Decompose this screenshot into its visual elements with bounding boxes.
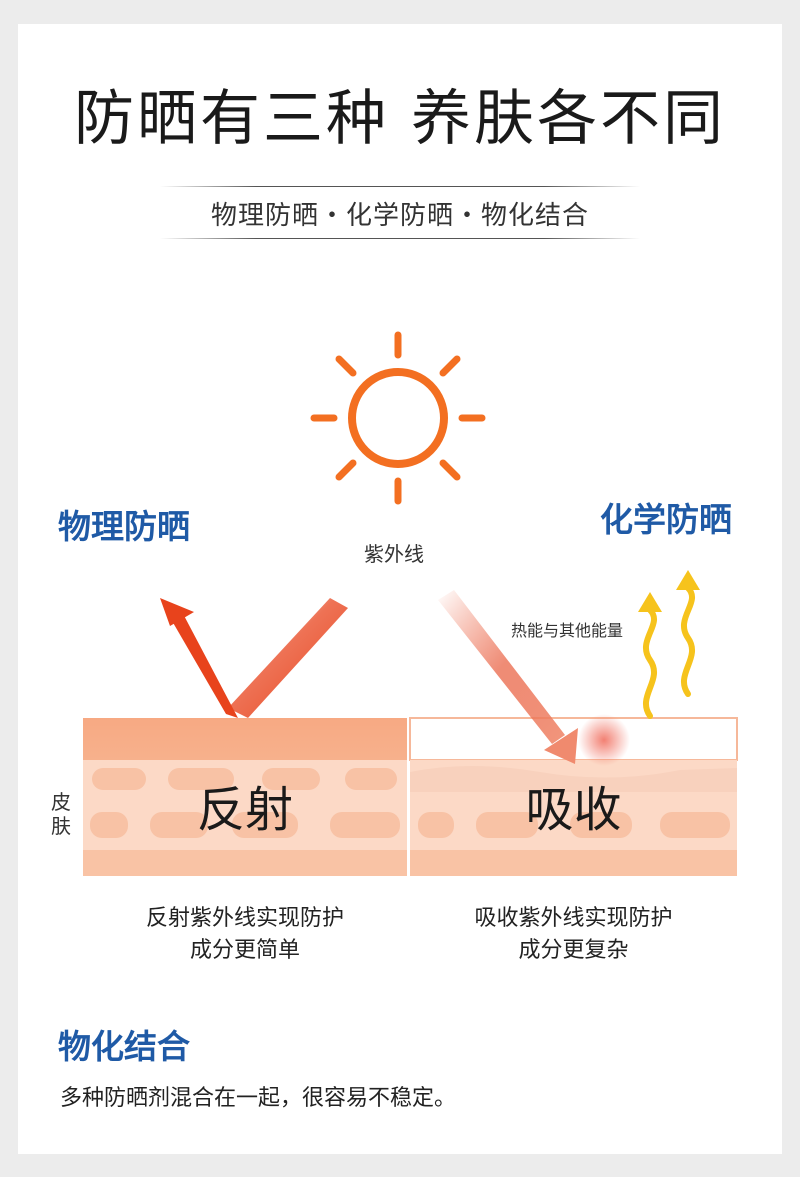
reflect-caption: 反射紫外线实现防护 成分更简单 (83, 903, 407, 967)
reflect-word: 反射 (196, 782, 293, 838)
absorb-caption: 吸收紫外线实现防护 成分更复杂 (410, 903, 737, 967)
content-card (18, 24, 782, 1154)
sun-icon (310, 331, 486, 505)
page-subtitle: 物理防晒・化学防晒・物化结合 (210, 201, 589, 231)
page-title: 防晒有三种 养肤各不同 (73, 84, 727, 154)
reflect-arrow-icon (160, 598, 348, 718)
physical-sunscreen-label: 物理防晒 (58, 507, 190, 546)
reflect-caption-line1: 反射紫外线实现防护 (145, 906, 344, 931)
skin-layer-reflect (83, 718, 407, 876)
skin-label: 皮肤 (51, 790, 71, 838)
absorb-arrow-icon (438, 590, 578, 764)
chemical-sunscreen-label: 化学防晒 (600, 500, 732, 539)
heat-wave-icon (642, 585, 696, 719)
absorb-caption-line1: 吸收紫外线实现防护 (474, 906, 673, 931)
reflect-caption-line2: 成分更简单 (189, 938, 300, 963)
combined-description: 多种防晒剂混合在一起，很容易不稳定。 (60, 1086, 457, 1111)
combined-heading: 物化结合 (58, 1027, 190, 1066)
absorb-caption-line2: 成分更复杂 (518, 938, 629, 963)
divider-top (160, 186, 640, 187)
heat-wave-arrowheads (638, 570, 700, 612)
absorb-word: 吸收 (525, 782, 622, 838)
divider-bottom (160, 238, 640, 239)
heat-energy-label: 热能与其他能量 (511, 621, 624, 640)
uv-label: 紫外线 (364, 542, 424, 566)
